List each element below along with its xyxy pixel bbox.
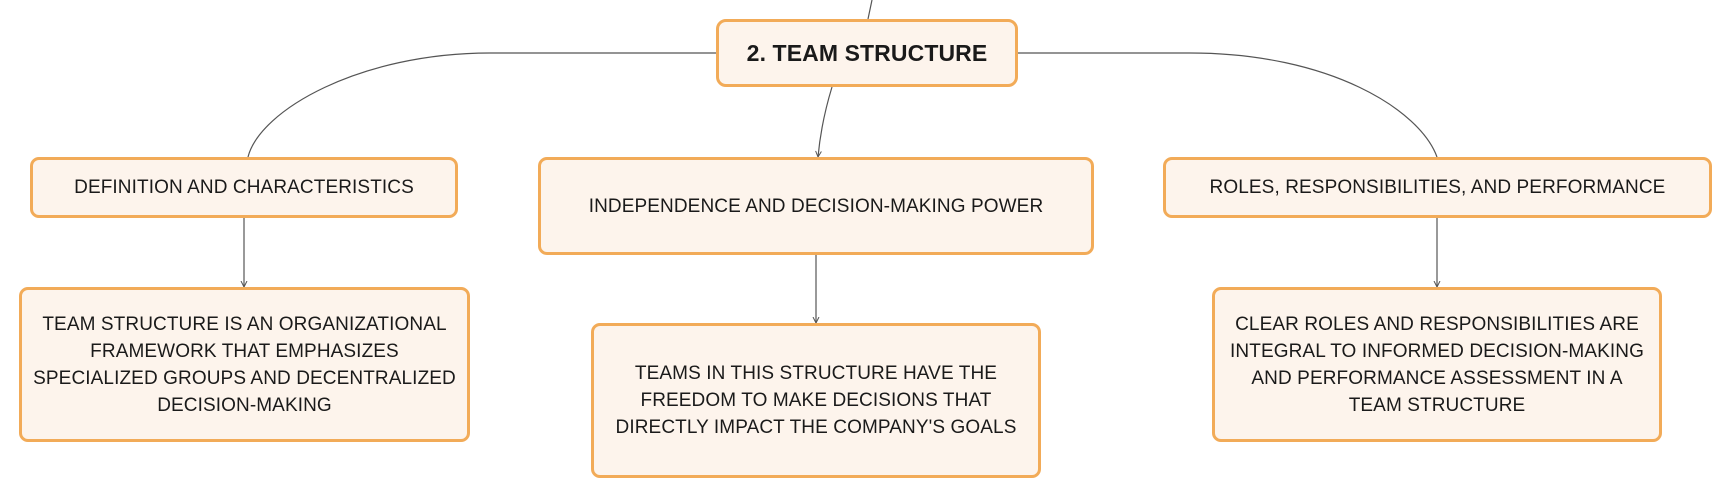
connector-root-to-branch-1 <box>247 52 716 158</box>
branch-node-label: ROLES, RESPONSIBILITIES, AND PERFORMANCE <box>1209 177 1666 198</box>
branch-node-definition[interactable]: DEFINITION AND CHARACTERISTICS <box>30 157 458 218</box>
leaf-node-roles[interactable]: CLEAR ROLES AND RESPONSIBILITIES ARE INT… <box>1212 287 1662 442</box>
branch-node-roles[interactable]: ROLES, RESPONSIBILITIES, AND PERFORMANCE <box>1163 157 1712 218</box>
leaf-node-independence[interactable]: TEAMS IN THIS STRUCTURE HAVE THE FREEDOM… <box>591 323 1041 478</box>
leaf-node-text: CLEAR ROLES AND RESPONSIBILITIES ARE INT… <box>1230 313 1644 416</box>
branch-node-label: DEFINITION AND CHARACTERISTICS <box>74 177 414 198</box>
connector-parent-to-root <box>867 0 873 20</box>
connector-root-to-branch-3 <box>1018 52 1438 158</box>
root-node-label: 2. TEAM STRUCTURE <box>746 39 988 66</box>
leaf-node-text: TEAM STRUCTURE IS AN ORGANIZATIONAL FRAM… <box>33 313 456 416</box>
branch-node-label: INDEPENDENCE AND DECISION-MAKING POWER <box>588 195 1044 217</box>
leaf-node-text: TEAMS IN THIS STRUCTURE HAVE THE FREEDOM… <box>615 363 1017 438</box>
root-node[interactable]: 2. TEAM STRUCTURE <box>716 19 1018 87</box>
connector-root-to-branch-2 <box>818 86 833 157</box>
leaf-node-definition[interactable]: TEAM STRUCTURE IS AN ORGANIZATIONAL FRAM… <box>19 287 470 442</box>
branch-node-independence[interactable]: INDEPENDENCE AND DECISION-MAKING POWER <box>538 157 1094 255</box>
